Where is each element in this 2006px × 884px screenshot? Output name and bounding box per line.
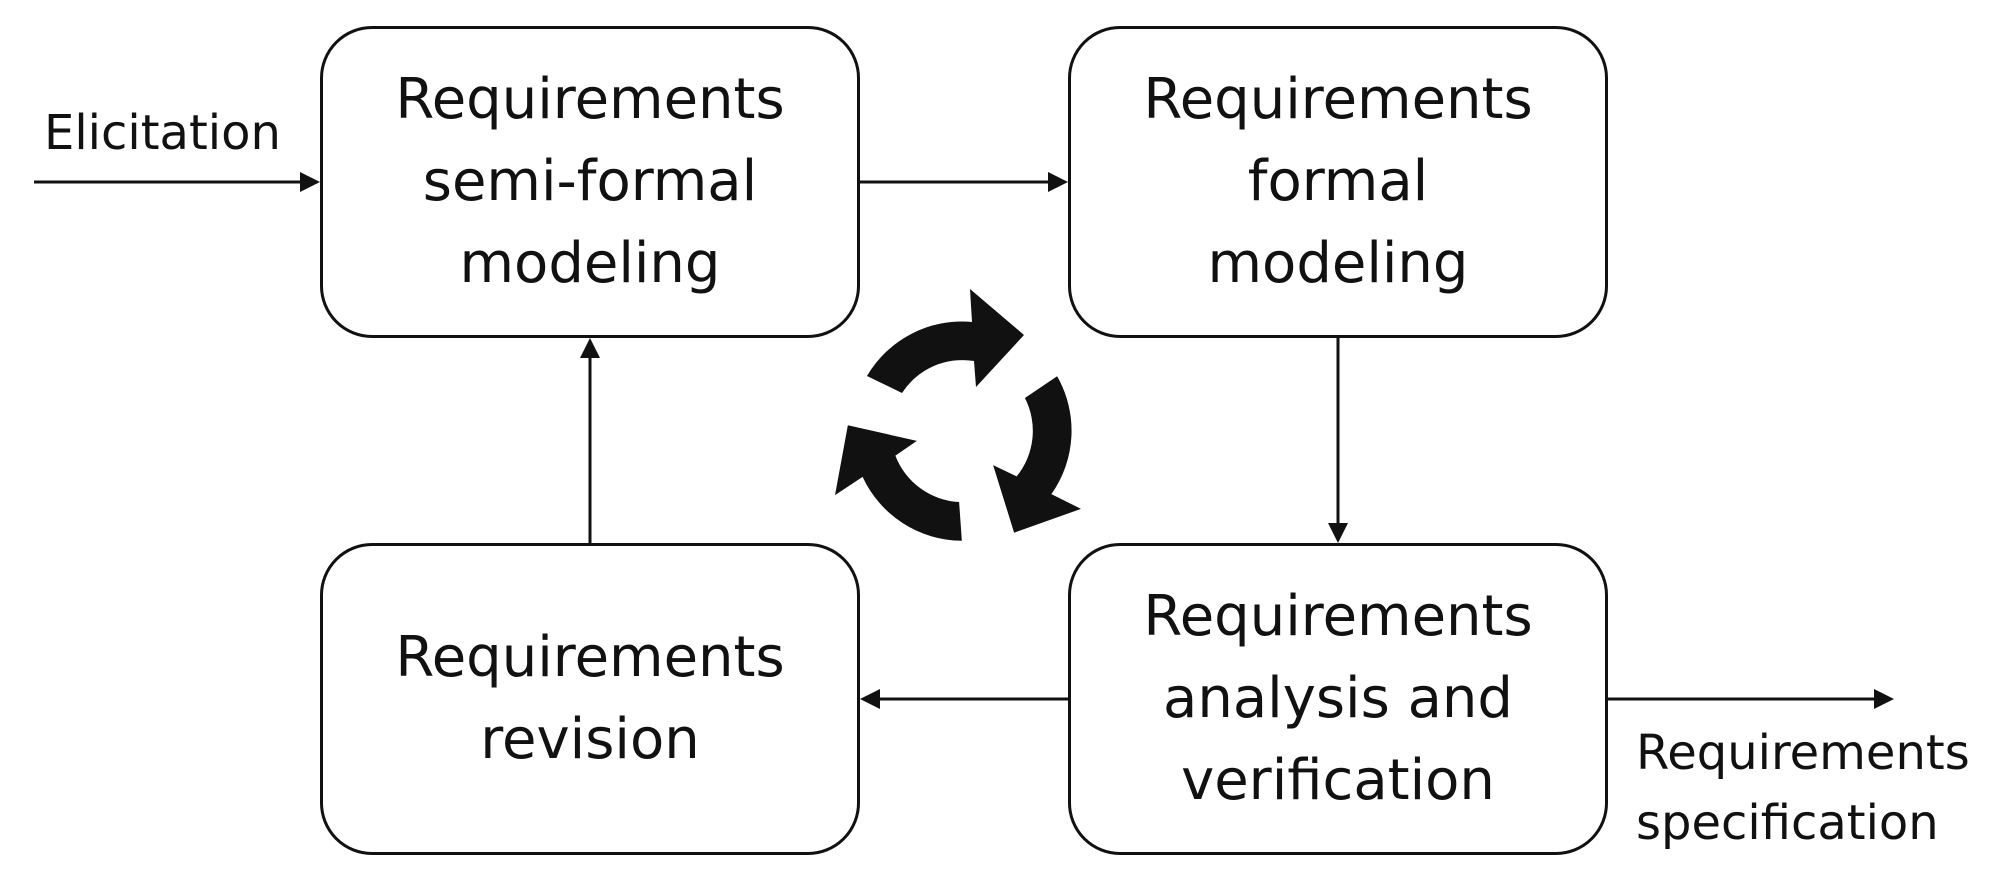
box-line: modeling: [459, 231, 721, 296]
box-line: Requirements: [395, 625, 785, 690]
specification-label: Requirements specification: [1636, 718, 1970, 858]
box-line: verification: [1181, 748, 1495, 813]
semi-formal-modeling-label: Requirements semi-formal modeling: [395, 59, 784, 305]
output-line: Requirements: [1636, 725, 1970, 781]
box-line: analysis and: [1163, 666, 1513, 731]
box-line: formal: [1247, 149, 1429, 214]
formal-to-analysis-arrow: [1328, 338, 1348, 543]
revision-box: Requirements revision: [320, 543, 860, 855]
box-line: Requirements: [1143, 584, 1533, 649]
box-line: modeling: [1207, 231, 1469, 296]
elicitation-arrow: [34, 172, 320, 192]
box-line: revision: [480, 707, 700, 772]
box-line: Requirements: [395, 67, 785, 132]
analysis-to-revision-arrow: [860, 689, 1068, 709]
revision-to-semi-arrow: [580, 338, 600, 543]
formal-modeling-label: Requirements formal modeling: [1143, 59, 1532, 305]
output-line: specification: [1636, 795, 1939, 851]
semi-to-formal-arrow: [860, 172, 1068, 192]
analysis-verification-label: Requirements analysis and verification: [1143, 576, 1532, 822]
formal-modeling-box: Requirements formal modeling: [1068, 26, 1608, 338]
box-line: semi-formal: [422, 149, 758, 214]
specification-arrow: [1608, 689, 1894, 709]
elicitation-label: Elicitation: [44, 105, 281, 161]
analysis-verification-box: Requirements analysis and verification: [1068, 543, 1608, 855]
revision-label: Requirements revision: [395, 617, 784, 781]
semi-formal-modeling-box: Requirements semi-formal modeling: [320, 26, 860, 338]
cycle-arrows-icon: [835, 289, 1081, 541]
box-line: Requirements: [1143, 67, 1533, 132]
